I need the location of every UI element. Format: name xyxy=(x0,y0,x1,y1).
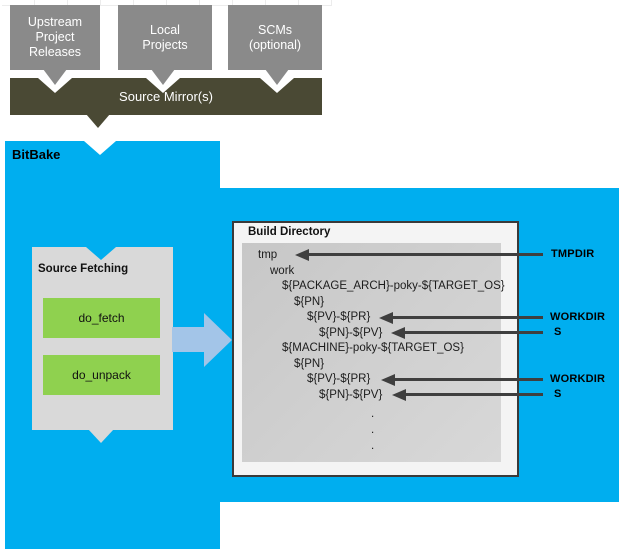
tree-row: ${PN}-${PV} xyxy=(319,327,383,339)
tmpdir-label: TMPDIR xyxy=(551,248,595,260)
scms-box: SCMs (optional) xyxy=(228,5,322,70)
bitbake-label: BitBake xyxy=(12,147,61,162)
tmpdir-arrow-line xyxy=(309,253,543,256)
tree-ellipsis-dot: . xyxy=(371,408,375,420)
tree-row: ${PN} xyxy=(294,296,325,308)
scms-label: SCMs (optional) xyxy=(248,22,302,52)
source-fetching-panel xyxy=(32,247,173,430)
tree-row: tmp xyxy=(258,249,278,261)
bitbake-region-bottom xyxy=(5,502,220,549)
local-pointer-icon xyxy=(151,69,175,85)
build-directory-title: Build Directory xyxy=(248,226,331,238)
s-arrow-icon xyxy=(391,327,405,339)
workdir-arrow-icon xyxy=(381,374,395,386)
workdir-arrow-line xyxy=(395,378,543,381)
bitbake-notch-icon xyxy=(84,141,116,155)
s-label: S xyxy=(554,326,562,338)
tmpdir-arrow-icon xyxy=(295,249,309,261)
do-unpack-task-box: do_unpack xyxy=(43,355,160,395)
upstream-project-releases-box: Upstream Project Releases xyxy=(10,5,100,70)
tree-ellipsis-dot: . xyxy=(371,424,375,436)
do-unpack-label: do_unpack xyxy=(72,368,131,382)
upstream-pointer-icon xyxy=(43,69,67,85)
upstream-project-releases-label: Upstream Project Releases xyxy=(27,15,83,59)
scms-pointer-icon xyxy=(265,69,289,85)
s-arrow-icon xyxy=(392,389,406,401)
flow-arrow-right-icon xyxy=(204,313,232,367)
tree-row: ${MACHINE}-poky-${TARGET_OS} xyxy=(282,342,464,354)
source-fetching-notch-icon xyxy=(86,247,116,260)
tree-row: ${PACKAGE_ARCH}-poky-${TARGET_OS} xyxy=(282,280,505,292)
source-fetching-pointer-icon xyxy=(88,429,114,443)
tree-row: ${PV}-${PR} xyxy=(307,373,371,385)
mirror-pointer-icon xyxy=(86,114,110,128)
do-fetch-label: do_fetch xyxy=(78,311,125,325)
local-projects-label: Local Projects xyxy=(142,22,188,52)
tree-row: ${PN}-${PV} xyxy=(319,389,383,401)
workdir-arrow-line xyxy=(393,316,543,319)
workdir-arrow-icon xyxy=(379,312,393,324)
source-fetching-title: Source Fetching xyxy=(38,263,129,275)
workdir-label: WORKDIR xyxy=(550,311,606,323)
directory-tree-panel xyxy=(242,243,501,462)
tree-row: ${PV}-${PR} xyxy=(307,311,371,323)
source-mirror-label: Source Mirror(s) xyxy=(119,89,213,104)
tree-ellipsis-dot: . xyxy=(371,440,375,452)
tree-row: work xyxy=(270,265,295,277)
do-fetch-task-box: do_fetch xyxy=(43,298,160,338)
tree-row: ${PN} xyxy=(294,358,325,370)
workdir-label: WORKDIR xyxy=(550,373,606,385)
local-projects-box: Local Projects xyxy=(118,5,212,70)
s-label: S xyxy=(554,388,562,400)
flow-arrow-shaft xyxy=(172,327,205,352)
s-arrow-line xyxy=(405,331,543,334)
s-arrow-line xyxy=(406,393,543,396)
